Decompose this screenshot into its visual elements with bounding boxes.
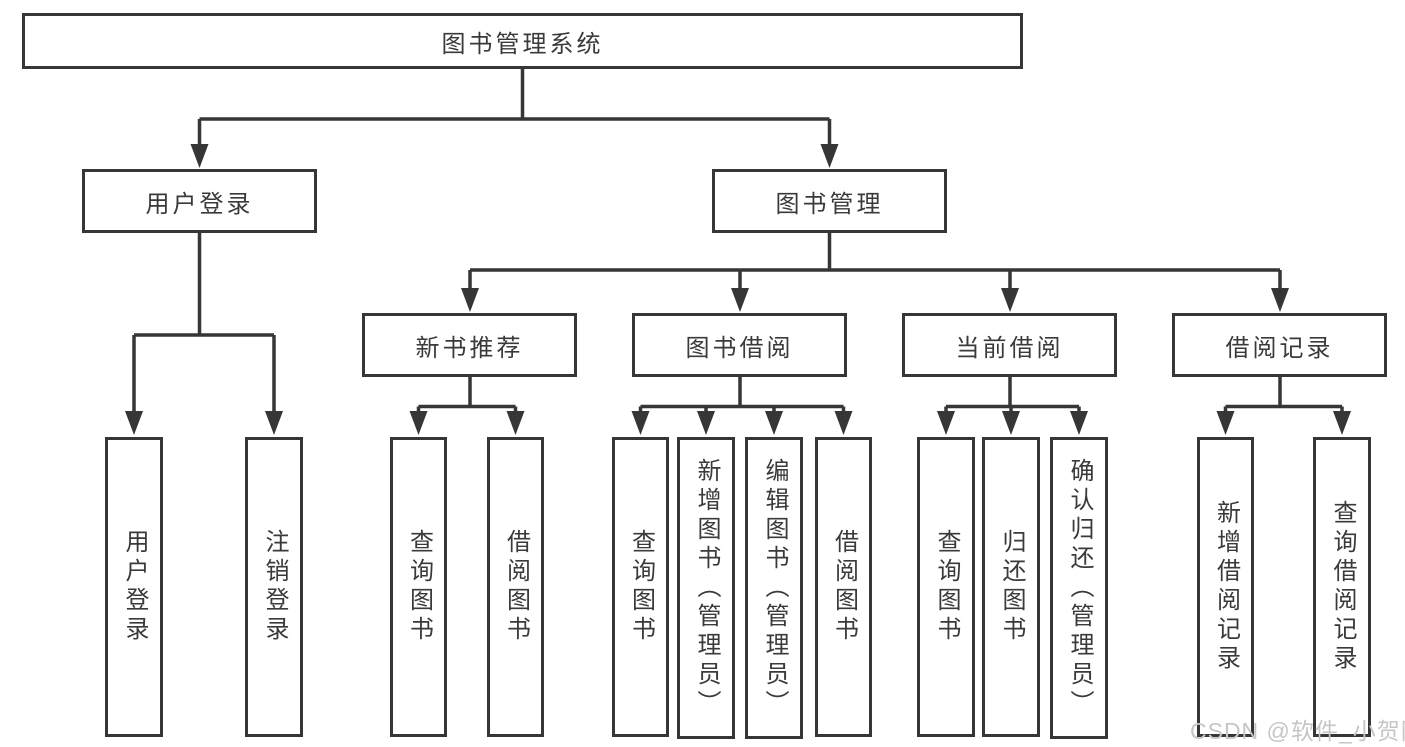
- leaf-logout: 注销登录: [245, 437, 303, 737]
- leaf-borrowing-borrow-book: 借阅图书: [815, 437, 872, 737]
- node-user-login: 用户登录: [82, 169, 317, 233]
- node-library-management-system: 图书管理系统: [22, 13, 1023, 69]
- leaf-newrec-query-book: 查询图书: [390, 437, 447, 737]
- leaf-borrowing-add-book-admin: 新增图书（管理员）: [677, 437, 735, 739]
- node-current-borrowing: 当前借阅: [902, 313, 1117, 377]
- leaf-current-confirm-return-admin: 确认归还（管理员）: [1050, 437, 1108, 739]
- leaf-current-return-book: 归还图书: [982, 437, 1040, 737]
- csdn-watermark: CSDN @软件_小贺同学: [1190, 718, 1405, 744]
- leaf-records-add-record: 新增借阅记录: [1197, 437, 1254, 737]
- leaf-current-query-book: 查询图书: [917, 437, 975, 737]
- leaf-newrec-borrow-book: 借阅图书: [487, 437, 544, 737]
- node-book-borrowing: 图书借阅: [632, 313, 847, 377]
- leaf-borrowing-query-book: 查询图书: [612, 437, 669, 737]
- node-borrowing-records: 借阅记录: [1172, 313, 1387, 377]
- leaf-borrowing-edit-book-admin: 编辑图书（管理员）: [745, 437, 803, 739]
- node-new-book-recommendation: 新书推荐: [362, 313, 577, 377]
- node-book-management: 图书管理: [712, 169, 947, 233]
- leaf-user-login: 用户登录: [105, 437, 163, 737]
- leaf-records-query-record: 查询借阅记录: [1313, 437, 1371, 737]
